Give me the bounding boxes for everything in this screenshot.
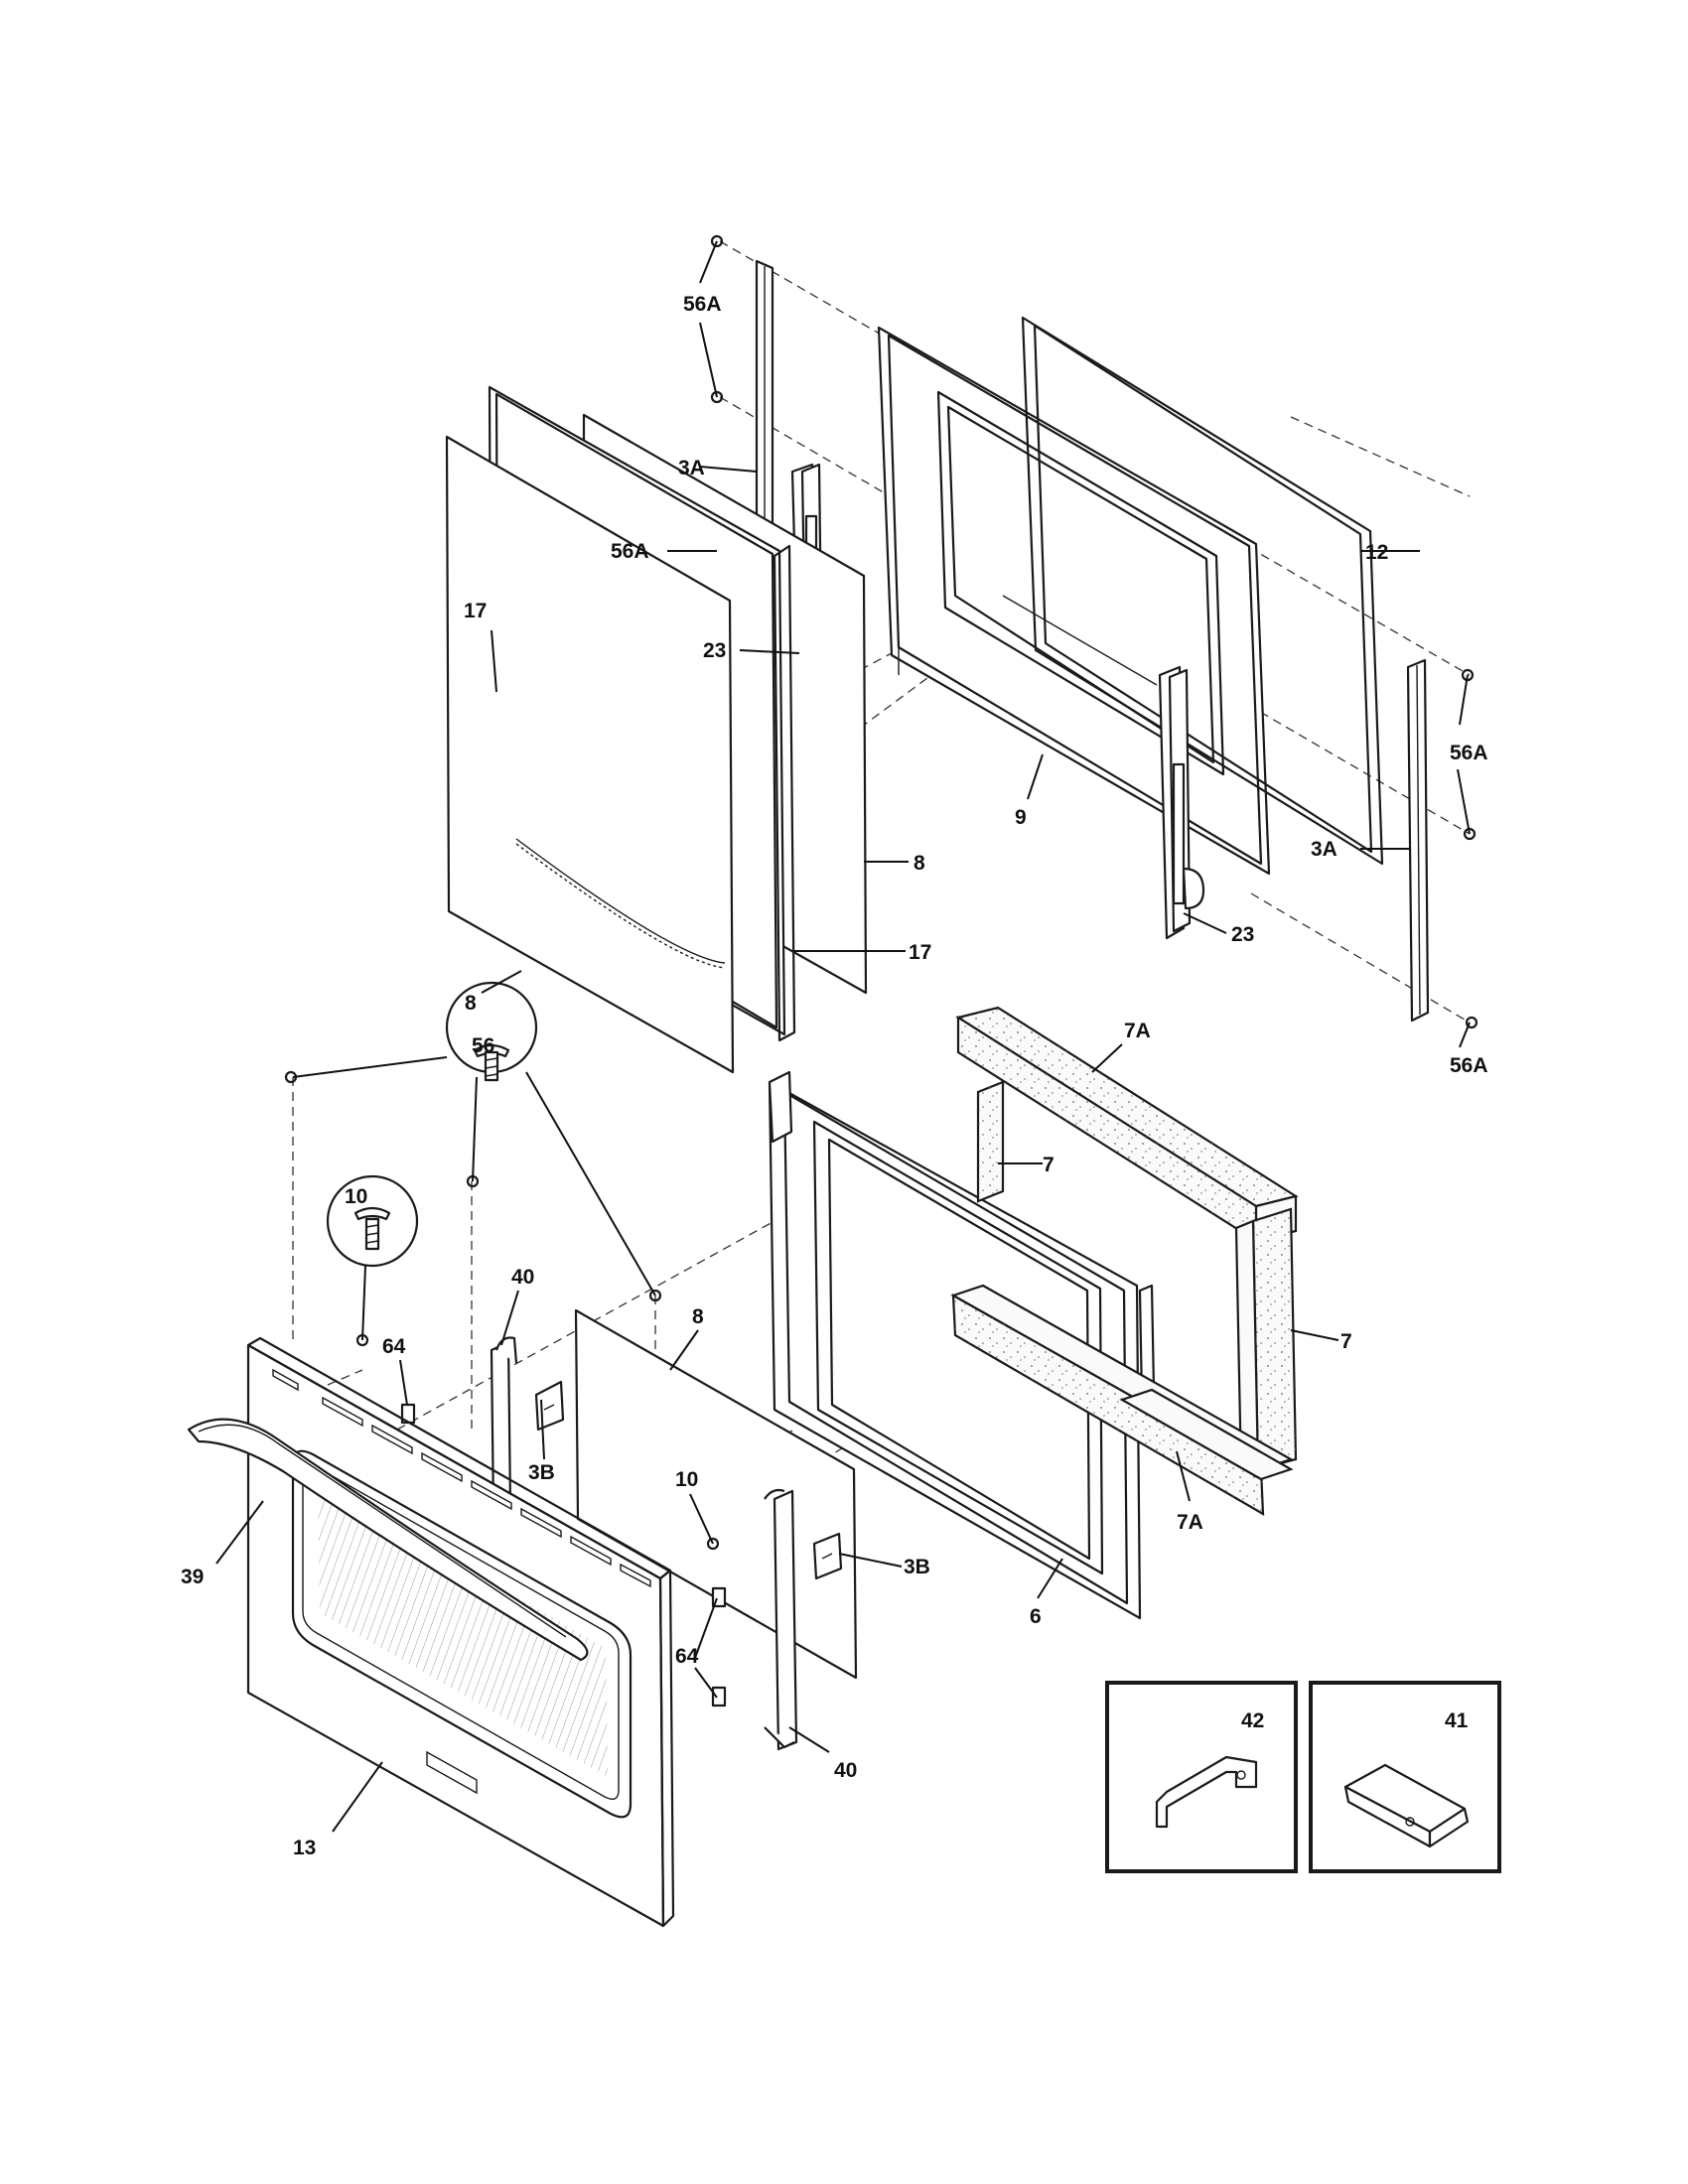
label-7: 7 bbox=[1043, 1154, 1055, 1176]
label-41: 41 bbox=[1445, 1709, 1469, 1732]
inset-box-41 bbox=[1309, 1681, 1501, 1873]
glass-pack-upper bbox=[445, 385, 868, 1074]
callout-leaders bbox=[215, 240, 1471, 1833]
door-gasket-frame bbox=[1021, 316, 1384, 866]
label-40: 40 bbox=[511, 1266, 534, 1289]
label-8: 8 bbox=[465, 992, 477, 1015]
label-56a: 56A bbox=[1450, 1054, 1488, 1077]
inset-box-42 bbox=[1105, 1681, 1298, 1873]
label-7: 7 bbox=[1340, 1330, 1352, 1353]
label-56: 56 bbox=[472, 1034, 494, 1057]
clip-3b-right bbox=[812, 1532, 843, 1580]
label-7a: 7A bbox=[1124, 1020, 1151, 1042]
insulation-strips bbox=[950, 1006, 1299, 1516]
label-42: 42 bbox=[1241, 1709, 1264, 1732]
label-8: 8 bbox=[914, 852, 925, 875]
screw-56a-right bbox=[1461, 668, 1478, 1029]
bracket-40-right bbox=[764, 1488, 798, 1751]
label-9: 9 bbox=[1015, 806, 1027, 829]
label-23: 23 bbox=[1231, 923, 1254, 946]
label-39: 39 bbox=[181, 1566, 204, 1588]
label-3a: 3A bbox=[1311, 838, 1337, 861]
label-13: 13 bbox=[293, 1837, 316, 1859]
label-6: 6 bbox=[1030, 1605, 1042, 1628]
label-40: 40 bbox=[834, 1759, 857, 1782]
label-17: 17 bbox=[909, 941, 931, 964]
label-10: 10 bbox=[345, 1185, 367, 1208]
hinge-channel-right bbox=[1406, 658, 1430, 1023]
hinge-right bbox=[1158, 665, 1205, 940]
label-64: 64 bbox=[675, 1645, 699, 1668]
callout-labels: 56A 3A 56A 12 23 17 9 56A 3A 8 23 17 8 5… bbox=[181, 293, 1488, 1859]
label-3b: 3B bbox=[528, 1461, 555, 1484]
label-23: 23 bbox=[703, 639, 726, 662]
door-handle bbox=[187, 1418, 589, 1662]
detail-circle-10 bbox=[326, 1174, 419, 1268]
label-3b: 3B bbox=[904, 1556, 930, 1578]
label-12: 12 bbox=[1365, 541, 1388, 564]
door-inner-frame bbox=[877, 326, 1271, 876]
label-56a: 56A bbox=[683, 293, 722, 316]
label-3a: 3A bbox=[678, 457, 705, 479]
detail-circle-56 bbox=[445, 981, 538, 1082]
label-10: 10 bbox=[675, 1468, 698, 1491]
label-64: 64 bbox=[382, 1335, 406, 1358]
label-17: 17 bbox=[464, 600, 487, 622]
label-7a: 7A bbox=[1177, 1511, 1203, 1534]
label-8: 8 bbox=[692, 1305, 704, 1328]
label-56a: 56A bbox=[1450, 742, 1488, 764]
clip-3b-left bbox=[534, 1380, 565, 1432]
label-56a: 56A bbox=[611, 540, 649, 563]
